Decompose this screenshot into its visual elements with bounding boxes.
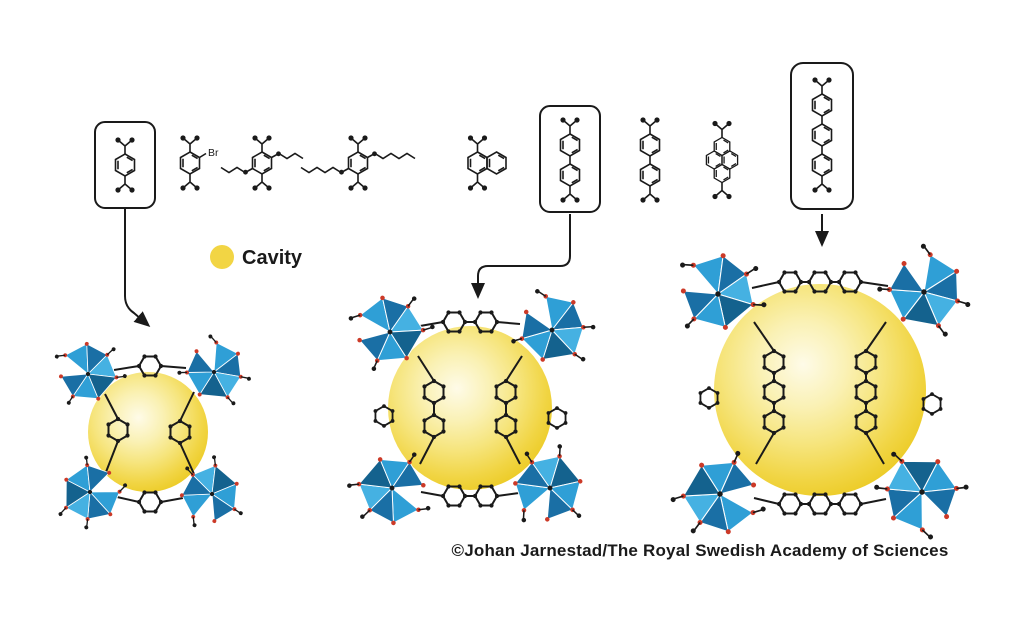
organic-linkers-large [697, 269, 944, 517]
linker-molecule-bdc [94, 121, 156, 209]
cavity-legend: Cavity [210, 245, 303, 269]
linker-molecule-biphenyl-dc [539, 105, 601, 213]
cavity-sphere-large [714, 284, 926, 496]
linker-molecule-terphenyl-dc [790, 62, 854, 210]
arrow-bdc-to-small-mof [124, 209, 151, 327]
linker-molecule-row: Br [94, 62, 854, 213]
linker-molecule-bdc-dipentoxy [300, 135, 416, 190]
linker-molecule-pyrene-dc [705, 120, 739, 200]
mof-structure-large [653, 231, 982, 553]
mof-structure-medium [337, 272, 609, 547]
cavity-sphere-small [88, 372, 208, 492]
arrow-biphenyl-to-medium-mof [471, 214, 571, 299]
highlight-box-bdc [94, 121, 156, 209]
highlight-box-terphenyl [790, 62, 854, 210]
linker-molecule-naphthalene-dc [467, 134, 507, 192]
mof-structure-small [40, 326, 259, 542]
organic-linkers-small [104, 353, 195, 515]
linker-molecule-biphenyl-dc-2 [640, 117, 659, 202]
linker-molecule-bdc-br: Br [180, 135, 219, 190]
cavity-sphere-medium [388, 326, 552, 490]
linker-molecule-bdc-dipropoxy [220, 135, 304, 190]
cavity-legend-label: Cavity [242, 247, 303, 269]
br-substituent-label: Br [208, 147, 219, 159]
copyright-credit: ©Johan Jarnestad/The Royal Swedish Acade… [452, 541, 949, 560]
highlight-box-biphenyl [539, 105, 601, 213]
organic-linkers-medium [372, 309, 569, 509]
cavity-legend-swatch [210, 245, 234, 269]
